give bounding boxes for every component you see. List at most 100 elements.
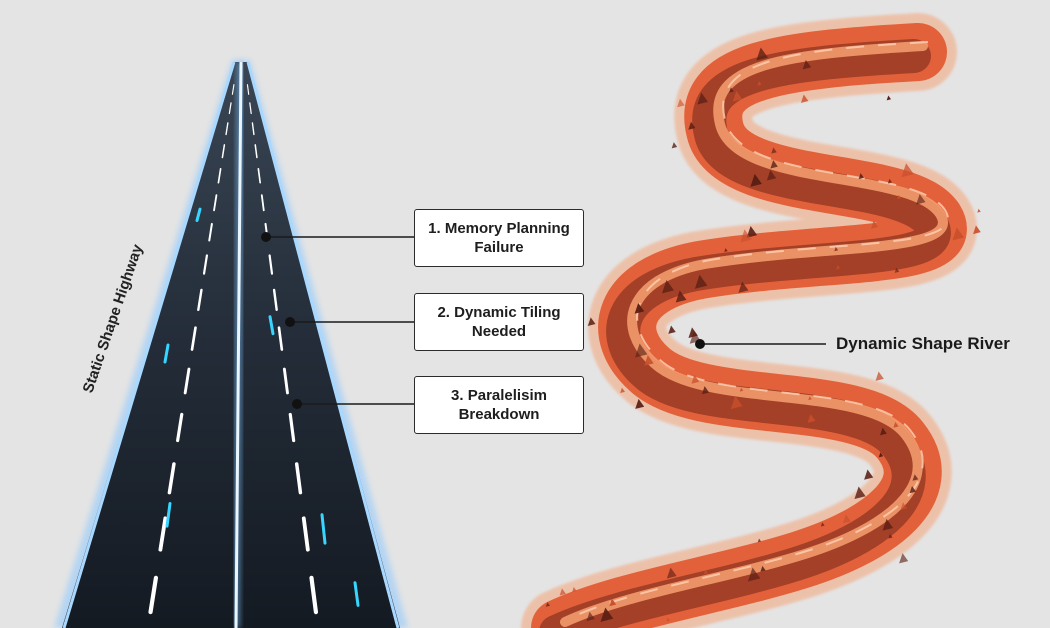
debris-fragment xyxy=(808,396,812,401)
debris-fragment xyxy=(729,87,734,93)
debris-fragment xyxy=(886,95,892,101)
lane-dash xyxy=(268,254,274,275)
debris-fragment xyxy=(977,208,981,213)
lane-dash xyxy=(309,575,319,615)
connector-dot-3 xyxy=(292,399,302,409)
debris-fragment xyxy=(732,90,743,102)
debris-fragment xyxy=(671,142,678,149)
debris-fragment xyxy=(897,194,902,200)
lane-cyan-accents xyxy=(163,207,360,607)
lane-dash xyxy=(294,462,303,495)
lane-dash xyxy=(217,168,222,184)
lane-dash xyxy=(183,367,191,395)
connector-dot-river xyxy=(695,339,705,349)
debris-fragment xyxy=(750,173,762,187)
debris-fragment xyxy=(730,395,743,410)
cyan-accent xyxy=(165,501,172,528)
debris-fragment xyxy=(854,486,866,499)
lane-dash xyxy=(251,122,255,136)
debris-fragment xyxy=(973,225,981,235)
cyan-accent xyxy=(268,315,275,336)
debris-fragment xyxy=(770,160,778,169)
lane-dash xyxy=(277,326,284,351)
cyan-accent xyxy=(353,581,360,607)
debris-fragment xyxy=(802,59,812,70)
debris-fragment xyxy=(586,611,595,622)
debris-fragment xyxy=(858,173,864,180)
debris-fragment xyxy=(901,163,914,178)
river-label: Dynamic Shape River xyxy=(836,334,1010,353)
lane-dash xyxy=(167,462,176,495)
debris-fragment xyxy=(666,567,677,579)
debris-fragment xyxy=(703,569,709,575)
debris-fragment xyxy=(878,452,884,458)
river-graphic xyxy=(521,13,981,628)
cyan-accent xyxy=(195,207,202,222)
lane-dash xyxy=(202,254,209,275)
cyan-accent xyxy=(163,343,170,364)
lane-dash xyxy=(260,194,265,212)
callout-3-line-2: Breakdown xyxy=(458,406,540,423)
lane-dash xyxy=(228,102,232,115)
debris-fragment xyxy=(912,474,919,481)
debris-fragment xyxy=(666,617,670,622)
debris-fragment xyxy=(899,553,909,564)
debris-fragment xyxy=(559,588,566,596)
lane-dashes xyxy=(148,84,319,615)
cyan-accent xyxy=(320,513,327,545)
debris-fragment xyxy=(887,178,892,184)
road-center-line xyxy=(234,61,243,628)
lane-dash xyxy=(176,412,184,443)
debris-fragment xyxy=(635,398,645,409)
debris-fragment xyxy=(760,565,766,572)
callout-2-line-1: 2. Dynamic Tiling xyxy=(437,304,561,321)
debris-fragment xyxy=(724,248,728,252)
debris-fragment xyxy=(609,598,617,607)
debris-fragment xyxy=(835,264,841,270)
lane-dash xyxy=(225,122,229,136)
debris-fragment xyxy=(771,147,777,154)
debris-fragment xyxy=(738,281,749,293)
debris-fragment xyxy=(909,486,917,494)
debris-fragment xyxy=(916,194,926,205)
callout-memory-planning-failure: 1. Memory Planning Failure xyxy=(414,209,584,267)
debris-fragment xyxy=(701,386,710,395)
debris-fragment xyxy=(600,607,614,622)
lane-dash xyxy=(231,84,235,95)
debris-fragment xyxy=(864,469,874,480)
debris-fragment xyxy=(688,327,698,339)
debris-fragment xyxy=(634,302,645,314)
road-right-edge xyxy=(246,61,400,628)
lane-dash xyxy=(221,144,226,159)
debris-fragment xyxy=(662,279,674,294)
lane-dash xyxy=(257,168,262,184)
debris-fragment xyxy=(800,94,809,103)
callout-1-line-1: 1. Memory Planning xyxy=(428,220,570,237)
debris-fragment xyxy=(766,169,777,181)
debris-fragment xyxy=(572,587,577,593)
debris-fragment xyxy=(634,343,648,358)
debris-fragment xyxy=(842,514,851,524)
debris-fragment xyxy=(952,227,964,241)
debris-fragment xyxy=(694,274,708,289)
debris-fragment xyxy=(747,567,761,582)
debris-fragment xyxy=(675,290,687,303)
debris-fragment xyxy=(677,98,685,108)
debris-fragment xyxy=(644,355,654,366)
debris-fragment xyxy=(900,502,908,511)
lane-dash xyxy=(272,288,278,312)
debris-fragment xyxy=(820,522,825,527)
debris-fragment xyxy=(757,80,762,86)
debris-fragment xyxy=(587,317,596,326)
lane-dash xyxy=(213,194,218,212)
river-highlight xyxy=(560,41,948,627)
callout-dynamic-tiling-needed: 2. Dynamic Tiling Needed xyxy=(414,293,584,351)
lane-dash xyxy=(197,288,203,312)
lane-dash xyxy=(190,326,197,351)
debris-fragment xyxy=(697,92,708,105)
lane-dash xyxy=(148,575,159,615)
debris-fragment xyxy=(691,374,700,384)
connector-dot-2 xyxy=(285,317,295,327)
debris-fragment xyxy=(870,220,879,229)
debris-fragment xyxy=(739,387,744,392)
